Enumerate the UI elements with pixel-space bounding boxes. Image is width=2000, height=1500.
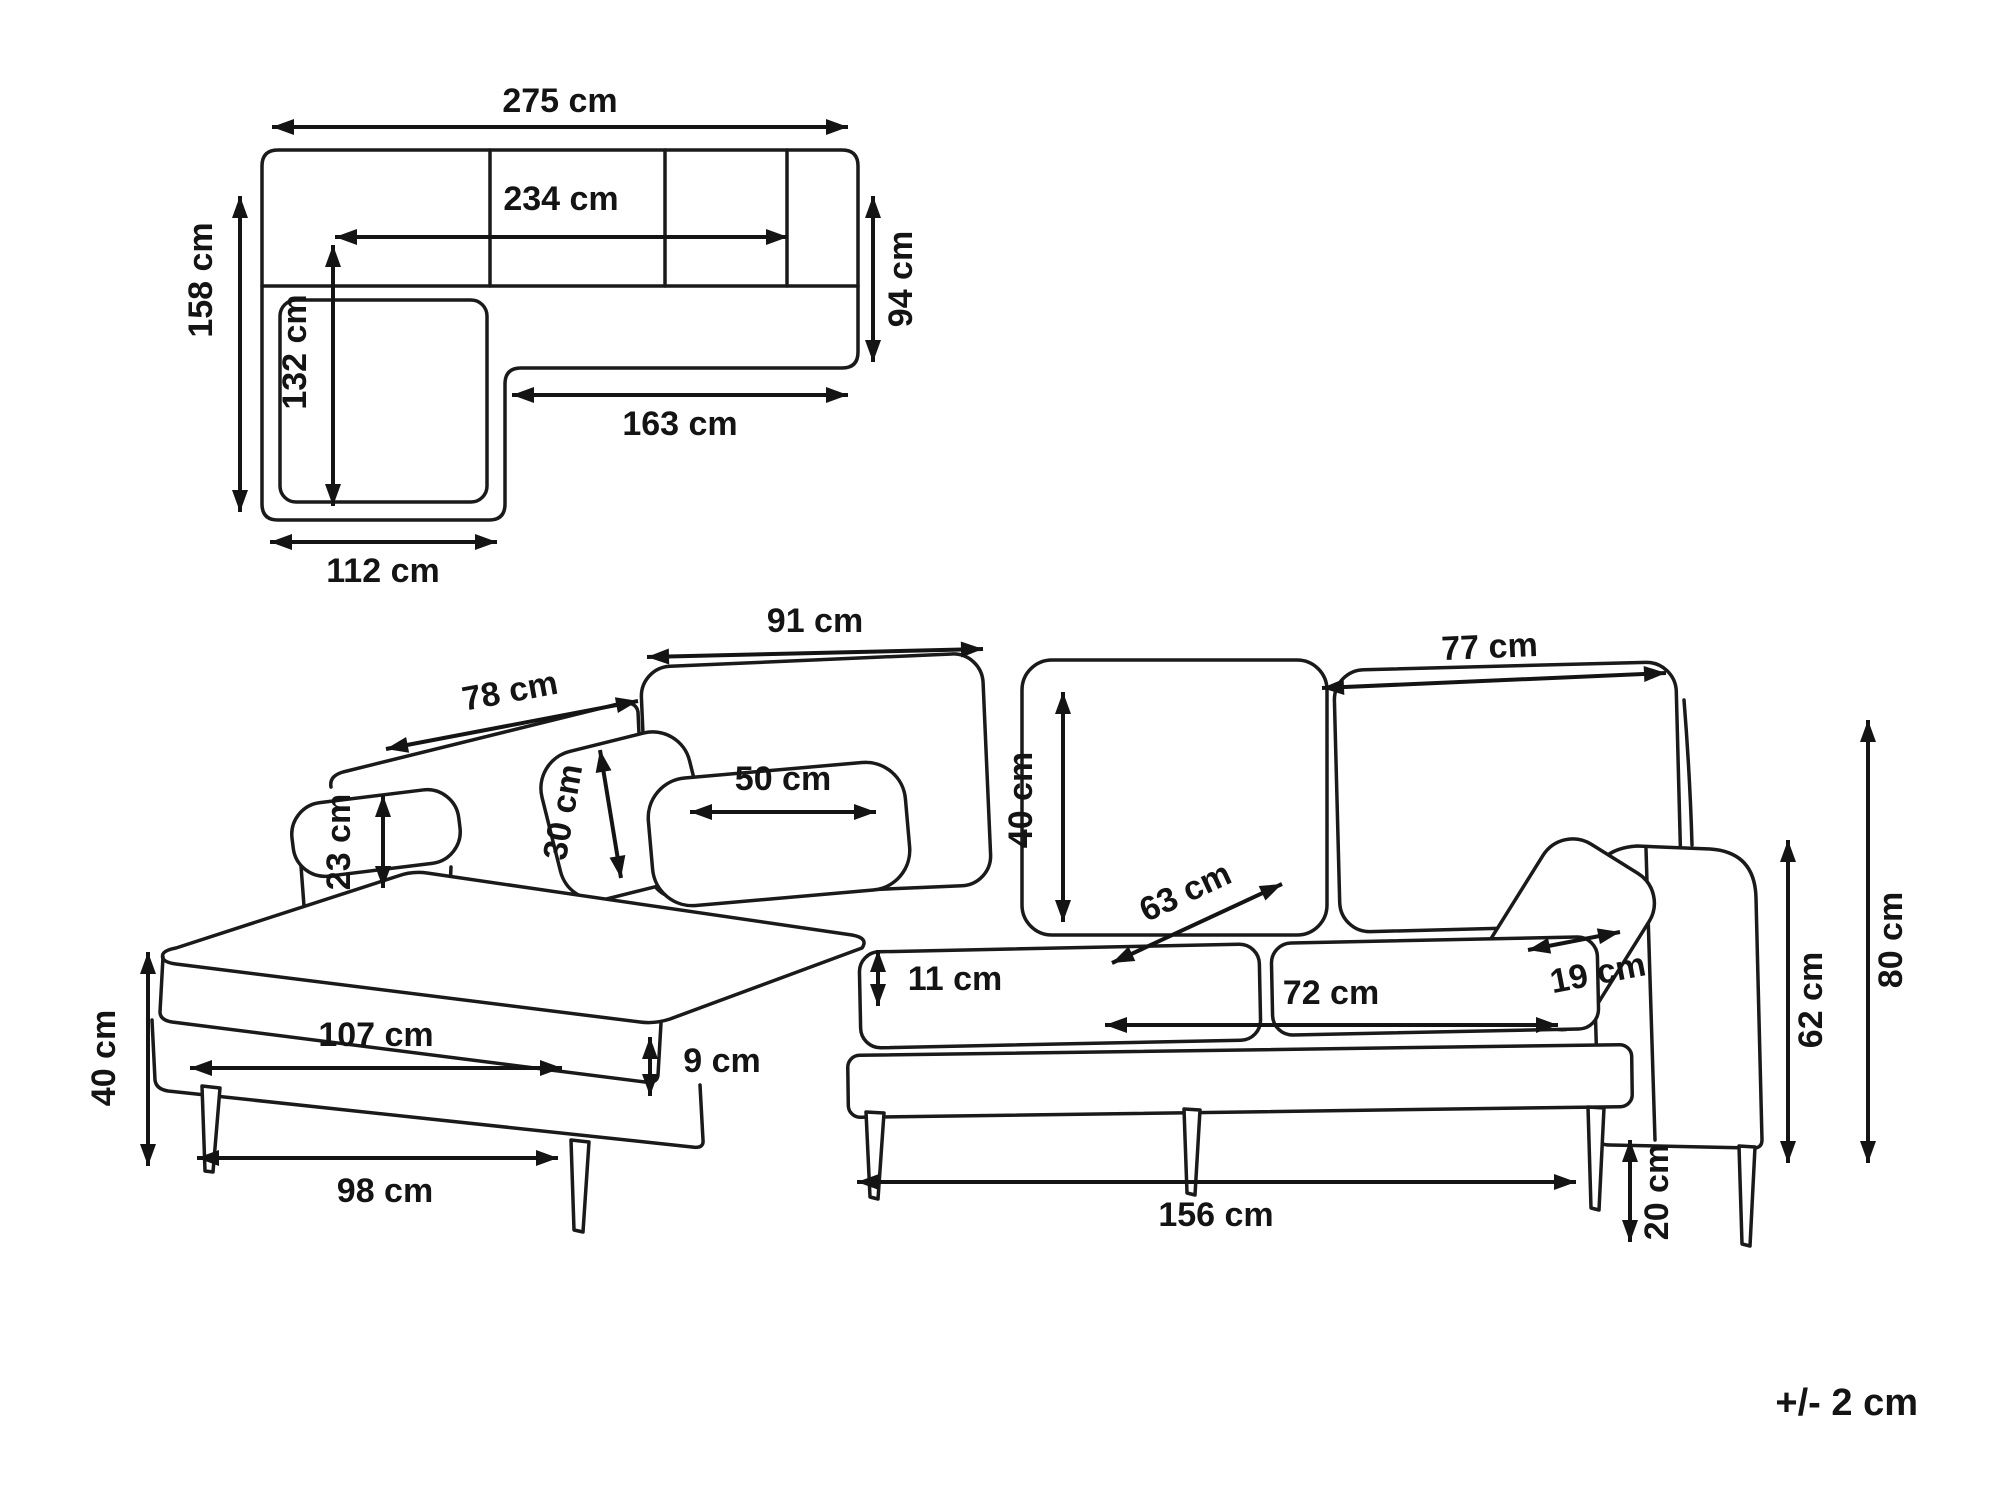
dim-label: 94 cm — [882, 231, 920, 327]
dim-base-width: 156 cm — [857, 1174, 1576, 1234]
dim-chaise-inner-length: 132 cm — [276, 245, 341, 506]
dim-arm-cushion-height: 23 cm — [320, 794, 391, 890]
dim-line — [1111, 882, 1283, 965]
dim-label: 72 cm — [1283, 974, 1379, 1012]
dim-chaise-leg-span: 98 cm — [197, 1150, 558, 1210]
dim-label: 9 cm — [683, 1042, 761, 1080]
back-corner-edge — [1682, 698, 1694, 847]
dim-line — [646, 641, 984, 665]
dim-line — [385, 697, 639, 753]
dim-right-section-depth: 94 cm — [865, 196, 920, 362]
sofa-leg — [1737, 1144, 1757, 1248]
dim-label: 11 cm — [908, 960, 1003, 998]
dim-back-cushion-height: 40 cm — [1002, 692, 1071, 922]
dim-back-inner-width: 234 cm — [335, 180, 788, 245]
dim-lumbar-pillow-width: 50 cm — [690, 760, 876, 820]
dim-armrest-height: 62 cm — [1780, 840, 1830, 1163]
dim-back-cushion-left-width: 91 cm — [646, 602, 984, 665]
dim-label: 77 cm — [1441, 626, 1539, 668]
dim-line — [1321, 665, 1667, 696]
front-view: 91 cm 78 cm 77 cm 40 cm 23 cm 30 cm 50 c… — [85, 602, 1910, 1248]
dim-line — [1527, 928, 1621, 954]
dim-chaise-cushion-length: 107 cm — [190, 1016, 562, 1076]
dim-label: 62 cm — [1792, 952, 1830, 1048]
dim-label: 20 cm — [1638, 1144, 1676, 1240]
dim-label: 78 cm — [459, 664, 561, 719]
sofa-leg — [569, 1138, 591, 1234]
dim-label: 112 cm — [326, 552, 439, 590]
lumbar-pillow — [646, 760, 912, 908]
dim-seat-cushion-width: 72 cm — [1105, 974, 1558, 1033]
sofa-leg — [1586, 1105, 1606, 1212]
dim-back-cushion-right-width: 77 cm — [1321, 626, 1667, 696]
dim-back-top-left-width: 78 cm — [385, 664, 639, 753]
plan-chaise-cushion — [278, 298, 489, 504]
dim-label: 23 cm — [320, 794, 358, 890]
dim-overall-width: 275 cm — [272, 82, 848, 135]
dim-chaise-side-height: 40 cm — [85, 952, 156, 1166]
dim-label: 40 cm — [1002, 752, 1040, 848]
dim-label: 275 cm — [502, 82, 617, 120]
dim-leg-height: 20 cm — [1622, 1140, 1676, 1242]
dim-label: 107 cm — [318, 1016, 433, 1054]
dim-label: 91 cm — [767, 602, 863, 640]
chaise-cushion-top — [160, 870, 866, 1025]
dim-total-height: 80 cm — [1860, 720, 1910, 1163]
dim-label: 98 cm — [337, 1172, 433, 1210]
dim-label: 132 cm — [276, 294, 314, 409]
dim-seat-cushion-thickness: 11 cm — [870, 950, 1003, 1006]
dim-label: 50 cm — [735, 760, 831, 798]
dim-chaise-total-depth: 158 cm — [182, 196, 248, 512]
sofa-leg — [864, 1110, 886, 1201]
dim-label: 234 cm — [503, 180, 618, 218]
dim-seat-section-width: 163 cm — [512, 387, 848, 443]
tolerance-note: +/- 2 cm — [1775, 1382, 1918, 1424]
sofa-leg — [1182, 1107, 1202, 1197]
dim-label: 80 cm — [1872, 892, 1910, 988]
plan-view: 275 cm 234 cm 94 cm 158 cm 132 cm 163 cm… — [182, 82, 920, 590]
chaise-platform — [150, 1018, 705, 1150]
dim-label: 163 cm — [622, 405, 737, 443]
dim-label: 158 cm — [182, 222, 220, 337]
sofa-base — [846, 1042, 1634, 1120]
dim-label: 156 cm — [1158, 1196, 1273, 1234]
dim-chaise-width: 112 cm — [270, 534, 497, 590]
dim-frame-lip-height: 9 cm — [642, 1037, 761, 1096]
dim-line — [595, 749, 626, 879]
chaise-arm-cushion — [290, 787, 462, 879]
dim-label: 40 cm — [85, 1010, 123, 1106]
